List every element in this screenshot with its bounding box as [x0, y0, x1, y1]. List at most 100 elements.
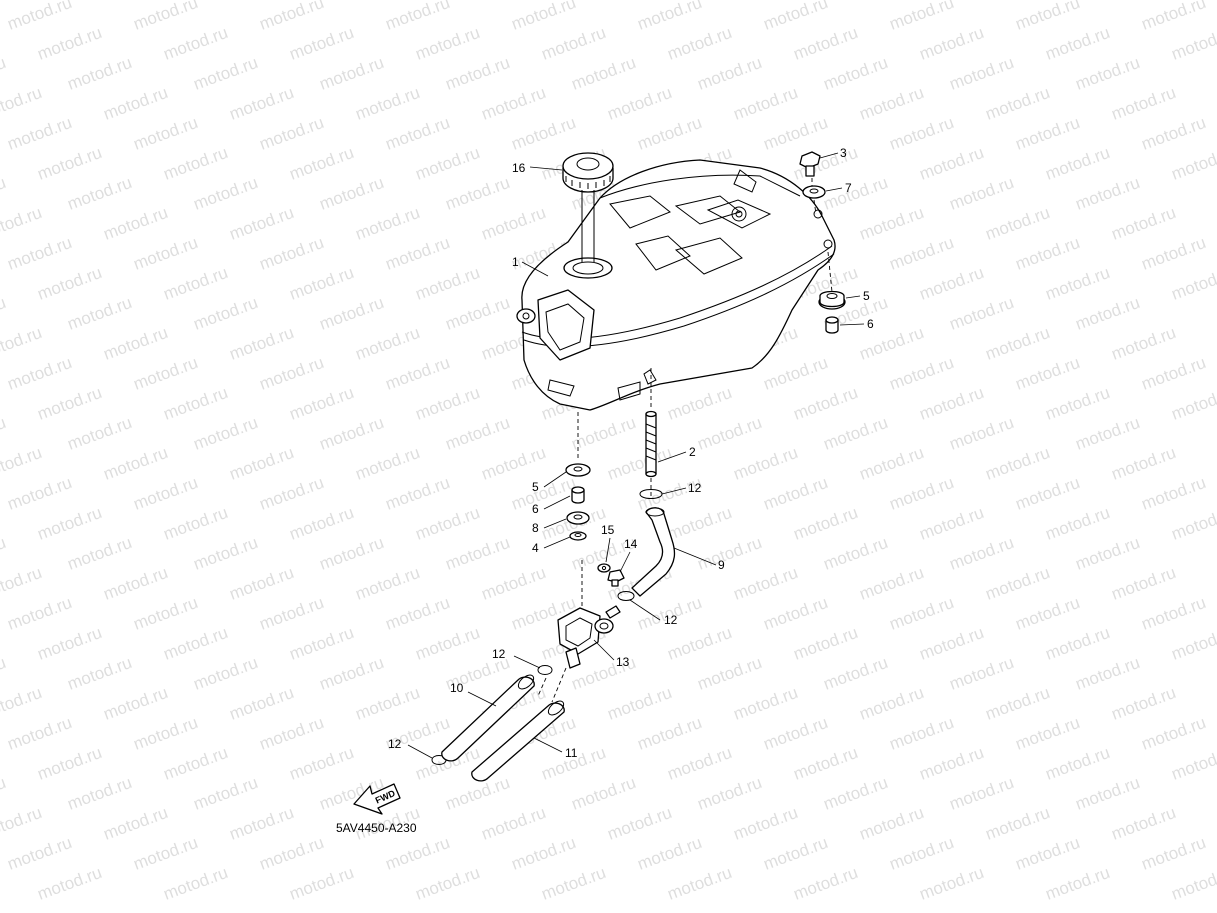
watermark-text: motod.ru: [227, 323, 297, 364]
watermark-text: motod.ru: [5, 593, 75, 634]
watermark-text: motod.ru: [383, 0, 453, 34]
watermark-text: motod.ru: [317, 53, 387, 94]
fuel-cock-part-13[interactable]: [557, 605, 621, 669]
watermark-text: motod.ru: [65, 533, 135, 574]
watermark-text: motod.ru: [0, 83, 44, 124]
watermark-text: motod.ru: [257, 833, 327, 874]
watermark-text: motod.ru: [161, 23, 231, 64]
watermark-text: motod.ru: [857, 0, 927, 4]
watermark-text: motod.ru: [1169, 863, 1217, 904]
watermark-text: motod.ru: [605, 803, 675, 844]
watermark-text: motod.ru: [1073, 173, 1143, 214]
watermark-text: motod.ru: [917, 743, 987, 784]
watermark-text: motod.ru: [257, 593, 327, 634]
watermark-text: motod.ru: [35, 143, 105, 184]
washer-part-8[interactable]: [566, 511, 590, 525]
watermark-text: motod.ru: [131, 593, 201, 634]
watermark-text: motod.ru: [287, 863, 357, 904]
watermark-text: motod.ru: [917, 383, 987, 424]
watermark-text: motod.ru: [1013, 113, 1083, 154]
watermark-text: motod.ru: [257, 233, 327, 274]
watermark-text: motod.ru: [443, 293, 513, 334]
watermark-text: motod.ru: [887, 593, 957, 634]
watermark-text: motod.ru: [1169, 143, 1217, 184]
watermark-text: motod.ru: [947, 53, 1017, 94]
fuel-strainer-part-2[interactable]: [645, 410, 657, 478]
watermark-text: motod.ru: [1013, 833, 1083, 874]
watermark-text: motod.ru: [1043, 503, 1113, 544]
hose-part-10[interactable]: [441, 672, 536, 762]
watermark-text: motod.ru: [1013, 713, 1083, 754]
watermark-text: motod.ru: [161, 383, 231, 424]
watermark-text: motod.ru: [227, 803, 297, 844]
watermark-text: motod.ru: [731, 83, 801, 124]
watermark-text: motod.ru: [1043, 383, 1113, 424]
watermark-text: motod.ru: [857, 803, 927, 844]
watermark-text: motod.ru: [1043, 23, 1113, 64]
watermark-text: motod.ru: [0, 173, 8, 214]
watermark-text: motod.ru: [101, 683, 171, 724]
damper-part-5-rear[interactable]: [818, 290, 846, 310]
hose-clip-part-12-mid[interactable]: [617, 591, 635, 601]
watermark-text: motod.ru: [161, 263, 231, 304]
watermark-text: motod.ru: [857, 83, 927, 124]
washer-part-7[interactable]: [802, 185, 826, 199]
watermark-text: motod.ru: [191, 293, 261, 334]
watermark-text: motod.ru: [443, 173, 513, 214]
watermark-text: motod.ru: [443, 413, 513, 454]
watermark-text: motod.ru: [131, 0, 201, 34]
watermark-text: motod.ru: [65, 53, 135, 94]
watermark-text: motod.ru: [0, 443, 44, 484]
washer-part-15[interactable]: [597, 563, 611, 573]
watermark-text: motod.ru: [917, 863, 987, 904]
watermark-text: motod.ru: [947, 653, 1017, 694]
watermark-text: motod.ru: [887, 0, 957, 34]
watermark-text: motod.ru: [605, 683, 675, 724]
hose-part-11[interactable]: [471, 698, 566, 782]
watermark-text: motod.ru: [1013, 353, 1083, 394]
watermark-text: motod.ru: [665, 23, 735, 64]
watermark-text: motod.ru: [317, 293, 387, 334]
nut-part-4[interactable]: [569, 531, 587, 541]
watermark-text: motod.ru: [1139, 353, 1209, 394]
watermark-text: motod.ru: [383, 473, 453, 514]
watermark-text: motod.ru: [5, 833, 75, 874]
watermark-text: motod.ru: [65, 653, 135, 694]
watermark-text: motod.ru: [5, 713, 75, 754]
collar-part-6-front[interactable]: [571, 486, 585, 504]
fuel-cap-part[interactable]: [562, 152, 614, 193]
watermark-text: motod.ru: [5, 353, 75, 394]
watermark-text: motod.ru: [1073, 533, 1143, 574]
damper-part-5-front[interactable]: [565, 463, 591, 477]
watermark-text: motod.ru: [383, 353, 453, 394]
hose-clip-part-12-lower[interactable]: [537, 665, 553, 675]
watermark-text: motod.ru: [821, 533, 891, 574]
callout-14: 14: [624, 537, 638, 551]
watermark-text: motod.ru: [635, 833, 705, 874]
bolt-part-3[interactable]: [799, 151, 821, 177]
watermark-text: motod.ru: [287, 503, 357, 544]
callout-12-bottom: 12: [388, 737, 402, 751]
screw-part-14[interactable]: [607, 569, 625, 587]
collar-part-6-rear[interactable]: [825, 316, 839, 334]
fuel-hose-part-9[interactable]: [631, 507, 676, 597]
watermark-text: motod.ru: [0, 683, 44, 724]
watermark-text: motod.ru: [287, 263, 357, 304]
watermark-text: motod.ru: [383, 233, 453, 274]
watermark-text: motod.ru: [821, 413, 891, 454]
watermark-text: motod.ru: [947, 773, 1017, 814]
callout-10: 10: [450, 681, 464, 695]
callout-5-front: 5: [532, 480, 539, 494]
callout-16: 16: [512, 161, 526, 175]
watermark-text: motod.ru: [1139, 713, 1209, 754]
watermark-text: motod.ru: [287, 743, 357, 784]
watermark-text: motod.ru: [317, 173, 387, 214]
callout-12-mid: 12: [664, 613, 678, 627]
watermark-text: motod.ru: [413, 263, 483, 304]
watermark-text: motod.ru: [695, 53, 765, 94]
fuel-tank-part[interactable]: [516, 159, 836, 411]
watermark-text: motod.ru: [947, 413, 1017, 454]
watermark-text: motod.ru: [983, 443, 1053, 484]
watermark-text: motod.ru: [983, 0, 1053, 4]
